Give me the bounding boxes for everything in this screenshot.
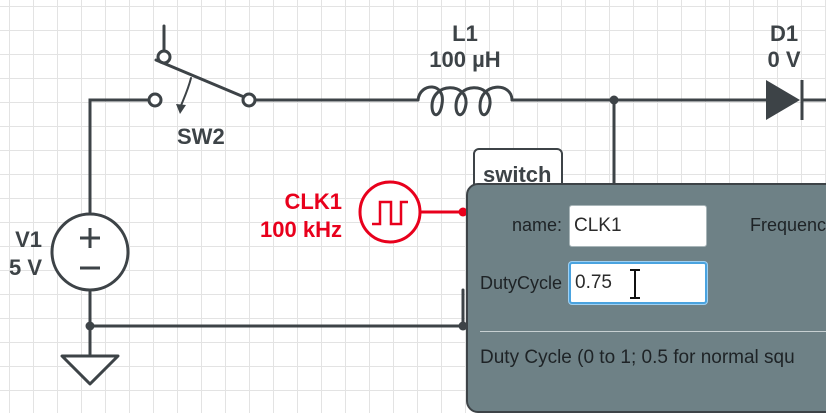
inductor-l1[interactable] (416, 85, 514, 117)
junction-node (609, 95, 619, 105)
wire[interactable] (88, 290, 468, 328)
l1-name-label: L1 (452, 21, 478, 46)
dialog-divider (480, 331, 826, 332)
clock-terminal-node (458, 207, 468, 217)
switch-tag-label: switch (483, 162, 552, 187)
text-cursor-icon (630, 268, 640, 300)
name-label: name: (512, 215, 563, 235)
v1-name-label: V1 (15, 227, 42, 252)
edit-dialog: name: Frequenc DutyCycle Duty Cycle (0 t… (466, 183, 826, 413)
clk1-name-label: CLK1 (284, 189, 342, 214)
frequency-label: Frequenc (750, 215, 826, 235)
clk1-value-label: 100 kHz (260, 217, 342, 242)
clock-source-clk1[interactable] (358, 180, 463, 244)
dutycycle-label: DutyCycle (480, 273, 563, 293)
help-text: Duty Cycle (0 to 1; 0.5 for normal squ (480, 347, 795, 368)
name-input[interactable] (569, 205, 707, 247)
junction-node (458, 321, 468, 331)
diode-d1[interactable] (766, 80, 826, 120)
sw2-name-label: SW2 (177, 124, 225, 149)
d1-name-label: D1 (769, 21, 799, 46)
switch-sw2[interactable] (147, 24, 257, 114)
v1-value-label: 5 V (8, 255, 42, 280)
junction-node (85, 321, 95, 331)
l1-value-label: 100 µH (429, 47, 501, 72)
d1-value-label: 0 V (767, 47, 801, 72)
circuit-canvas[interactable] (0, 0, 826, 402)
wire[interactable] (88, 98, 150, 214)
voltage-source-v1[interactable] (50, 212, 130, 292)
ground-symbol[interactable] (60, 354, 120, 386)
